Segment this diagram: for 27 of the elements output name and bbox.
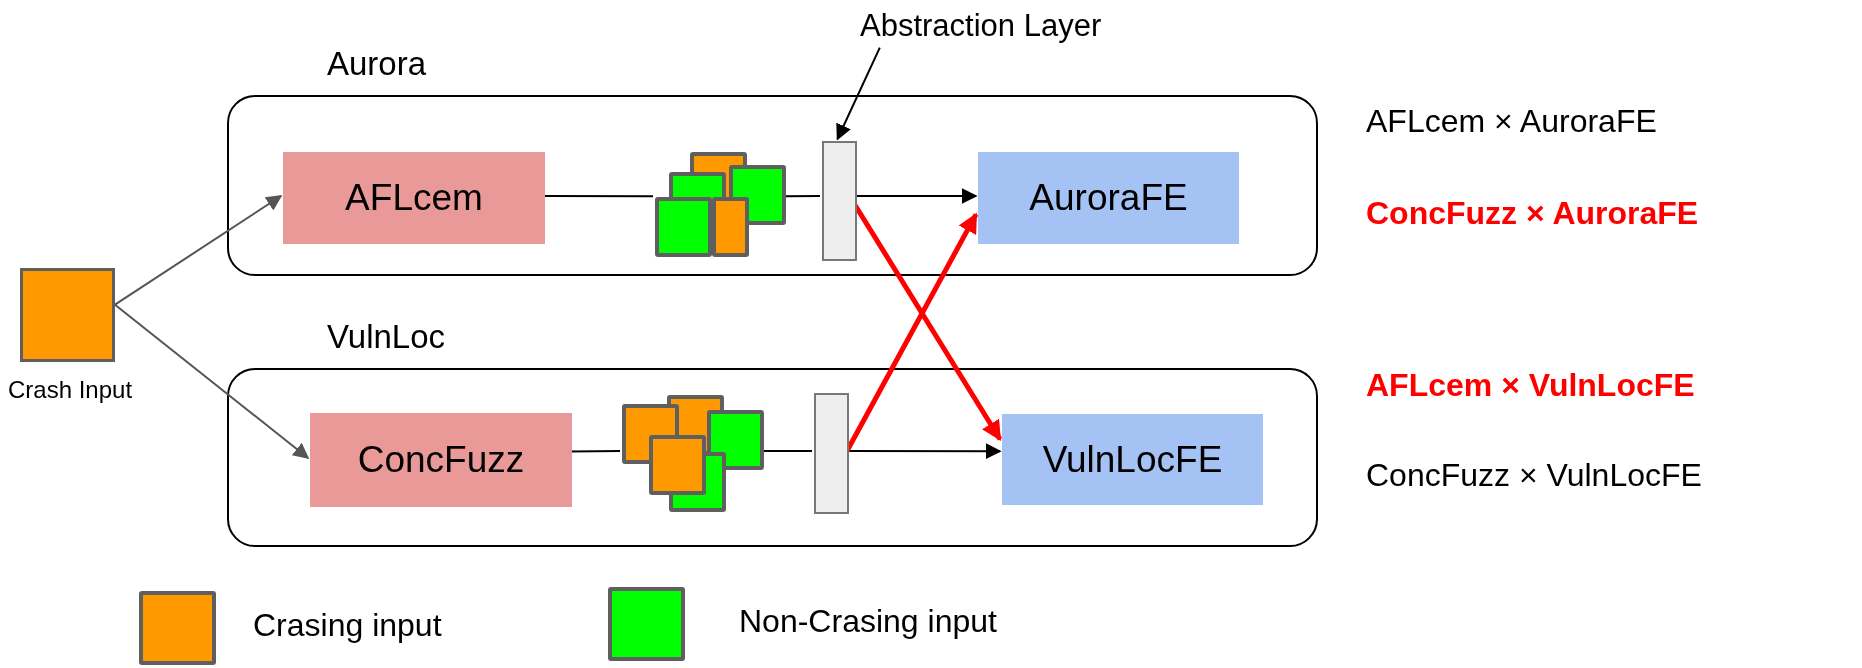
arrow: [854, 188, 978, 204]
annotation-text: Abstraction Layer: [860, 8, 1190, 52]
combination-label: AFLcem × VulnLocFE: [1366, 367, 1695, 404]
input-stack-icon: [622, 395, 764, 510]
process-box: ConcFuzz: [310, 413, 572, 507]
abstraction-bar: [822, 141, 857, 261]
group-title: VulnLoc: [327, 318, 446, 356]
output-box: VulnLocFE: [1002, 414, 1263, 505]
abstraction-bar: [814, 393, 849, 514]
arrow: [114, 195, 283, 306]
connector-line: [542, 195, 654, 198]
crash-input-square: [20, 268, 115, 362]
input-stack-icon: [655, 152, 787, 257]
arrow: [114, 303, 310, 459]
output-box: AuroraFE: [978, 152, 1239, 244]
process-box: AFLcem: [283, 152, 545, 244]
connector-line: [784, 195, 821, 198]
arrow: [836, 46, 881, 141]
combination-label: AFLcem × AuroraFE: [1366, 103, 1657, 140]
combination-label: ConcFuzz × AuroraFE: [1366, 195, 1699, 232]
legend-text: Crasing input: [253, 607, 442, 644]
connector-line: [569, 449, 621, 453]
node-caption: Crash Input: [8, 376, 133, 404]
group-title: Aurora: [327, 45, 427, 83]
legend-text: Non-Crasing input: [739, 603, 997, 640]
combination-label: ConcFuzz × VulnLocFE: [1366, 457, 1702, 494]
connector-line: [761, 449, 813, 452]
